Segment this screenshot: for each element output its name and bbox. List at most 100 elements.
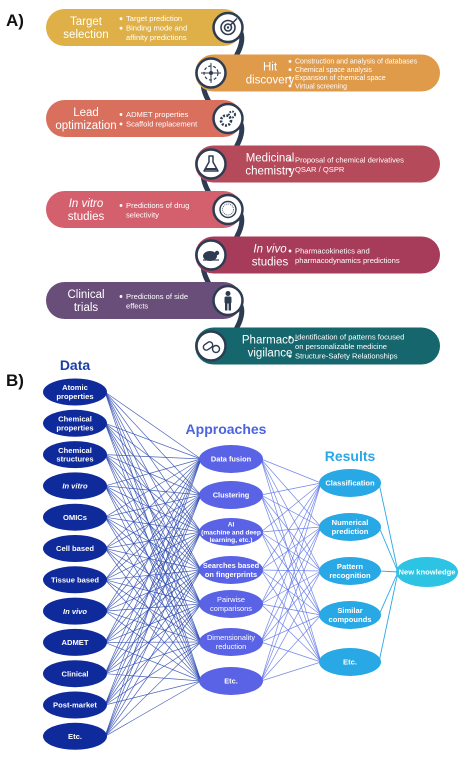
edge-data-to-approach	[104, 458, 202, 518]
edge-data-to-approach	[104, 458, 202, 674]
data-node-ellipse	[43, 503, 107, 531]
edge-approach-to-result	[260, 526, 322, 571]
results-column-header: Results	[325, 448, 376, 464]
edge-data-to-approach	[104, 458, 202, 487]
step-bullet-text: Proposal of chemical derivatives	[295, 155, 404, 164]
data-node-label: In vitro	[62, 482, 88, 491]
approaches-column-header: Approaches	[186, 421, 267, 437]
edge-data-to-approach	[104, 422, 202, 460]
edge-approach-to-result	[260, 482, 322, 533]
edge-data-to-approach	[104, 531, 202, 674]
bullet-dot	[119, 17, 123, 21]
edge-approach-to-result	[260, 569, 322, 572]
edge-data-to-approach	[104, 603, 202, 737]
data-node-in-vivo: In vivo	[43, 597, 107, 625]
step-pill	[46, 9, 242, 46]
edge-approach-to-result	[260, 531, 322, 663]
final-node-ellipse	[396, 557, 458, 587]
person-icon	[212, 284, 244, 317]
step-bullet-text: Chemical space analysis	[295, 67, 373, 74]
bullet-dot	[288, 76, 292, 80]
data-node-ellipse	[43, 597, 107, 625]
data-node-ellipse	[43, 472, 107, 500]
flask-icon	[195, 148, 227, 180]
bullet-dot	[119, 122, 123, 126]
mouse-icon	[195, 239, 227, 271]
pills-icon	[195, 330, 227, 362]
edge-result-to-final	[378, 570, 399, 573]
data-node-ellipse	[43, 628, 107, 656]
edge-data-to-approach	[104, 391, 202, 682]
edge-data-to-approach	[104, 531, 202, 643]
edge-approach-to-result	[260, 614, 322, 682]
edge-data-to-approach	[104, 454, 202, 460]
step-pill	[195, 327, 440, 365]
edge-data-to-approach	[104, 531, 202, 737]
edge-data-to-approach	[104, 494, 202, 706]
edge-approach-to-result	[260, 482, 322, 605]
data-node-ellipse	[43, 660, 107, 688]
data-column-header: Data	[60, 357, 91, 373]
edge-data-to-approach	[104, 423, 202, 682]
approach-node-label: Etc.	[224, 677, 238, 686]
step-bullet-text: Expansion of chemical space	[295, 75, 386, 82]
result-node-classification: Classification	[319, 469, 381, 497]
edge-data-to-approach	[104, 569, 202, 706]
edge-data-to-approach	[104, 569, 202, 643]
edge-result-to-final	[378, 482, 399, 573]
step-bullet-text: Identification of patterns focused	[295, 333, 404, 342]
edge-data-to-approach	[104, 485, 202, 496]
edge-approach-to-result	[260, 603, 322, 616]
data-node-ellipse	[43, 441, 107, 469]
step-bullet-text: Predictions of side	[126, 292, 188, 301]
panel-b-label: B)	[6, 371, 24, 390]
step-bullet-text: QSAR / QSPR	[295, 165, 345, 174]
bullet-dot	[119, 295, 123, 298]
edge-approach-to-result	[260, 458, 322, 616]
edge-data-to-approach	[104, 458, 202, 737]
network-edges	[104, 391, 399, 737]
edge-data-to-approach	[104, 454, 202, 496]
result-node-label: Etc.	[343, 658, 357, 667]
data-node-tissue-based: Tissue based	[43, 566, 107, 594]
bullet-dot	[288, 335, 292, 339]
edge-data-to-approach	[104, 642, 202, 682]
edge-approach-to-result	[260, 531, 322, 572]
step-bullet-text: Binding mode and	[126, 24, 187, 33]
edge-data-to-approach	[104, 603, 202, 706]
edge-data-to-approach	[104, 458, 202, 643]
edge-data-to-approach	[104, 391, 202, 496]
approach-node-label: Data fusion	[211, 455, 252, 464]
bullet-dot	[288, 84, 292, 88]
bullet-dot	[288, 168, 292, 171]
result-node-ellipse	[319, 648, 381, 676]
panel-a-label: A)	[6, 11, 24, 30]
edge-data-to-approach	[104, 569, 202, 581]
result-node-ellipse	[319, 601, 381, 629]
data-node-label: In vivo	[63, 607, 87, 616]
step-bullet-text: affinity predictions	[126, 33, 187, 42]
approach-node-clustering: Clustering	[199, 481, 263, 509]
approach-node-etc: Etc.	[199, 667, 263, 695]
edge-data-to-approach	[104, 531, 202, 612]
data-node-label: ADMET	[62, 638, 89, 647]
edge-approach-to-result	[260, 494, 322, 528]
edge-data-to-approach	[104, 494, 202, 612]
edge-data-to-approach	[104, 454, 202, 605]
